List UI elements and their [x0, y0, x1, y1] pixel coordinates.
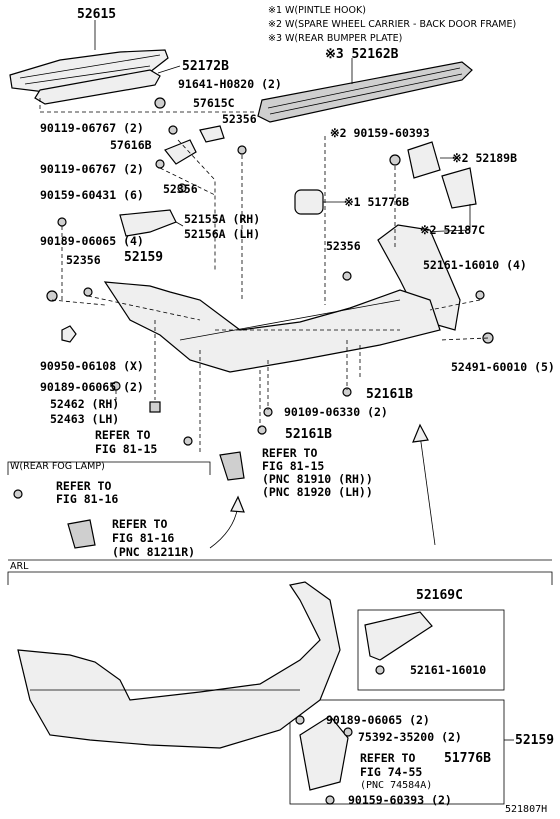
label-52356-d: 52356 — [66, 253, 101, 267]
label-52356-c: 52356 — [326, 239, 361, 253]
absorber-52172B — [34, 65, 181, 105]
bracket-52187C — [419, 167, 477, 233]
note-spare-wheel-carrier: ※2 W(SPARE WHEEL CARRIER - BACK DOOR FRA… — [268, 19, 517, 30]
label-52156A: 52156A (LH) — [184, 227, 261, 241]
reinforcement-52615 — [9, 20, 169, 93]
label-52356-a: 52356 — [222, 112, 257, 126]
fog-lamp-frame — [7, 461, 211, 475]
refer-4-line1: REFER TO — [112, 517, 168, 531]
refer-4-line3: (PNC 81211R) — [112, 545, 196, 559]
assembly-guide-lines — [39, 98, 489, 455]
refer-1-line2: FIG 81-15 — [95, 442, 158, 456]
label-52161-16010: 52161-16010 (4) — [423, 258, 527, 272]
arl-title: ARL — [10, 561, 29, 572]
label-90159-60431: 90159-60431 (6) — [40, 188, 144, 202]
label-90189-06065-c: 90189-06065 (2) — [326, 713, 430, 727]
label-52189B: ※2 52189B — [452, 151, 518, 165]
refer-1-line1: REFER TO — [95, 428, 151, 442]
label-52169C: 52169C — [416, 588, 463, 603]
diagram-code: 521807H — [505, 804, 548, 815]
label-52155A: 52155A (RH) — [184, 212, 261, 226]
fog-lamp-title: W(REAR FOG LAMP) — [10, 461, 105, 472]
brackets-57615C-57616B — [164, 125, 225, 165]
label-90119-06767-a: 90119-06767 (2) — [40, 121, 144, 135]
label-52161-16010-b: 52161-16010 — [410, 663, 487, 677]
label-90950-06108: 90950-06108 (X) — [40, 359, 144, 373]
refer-3-line2: FIG 81-16 — [56, 492, 119, 506]
bumper-plate-52162B — [257, 58, 473, 123]
refer-5-line1: REFER TO — [360, 751, 416, 765]
refer-2-line3: (PNC 81910 (RH)) — [262, 472, 373, 486]
arl-frame — [7, 559, 553, 805]
note-pintle-hook: ※1 W(PINTLE HOOK) — [268, 5, 366, 16]
bumper-cover-52159 — [103, 281, 441, 373]
fasteners — [46, 97, 494, 446]
label-90189-06065-a: 90189-06065 (4) — [40, 234, 144, 248]
label-52161B-b: 52161B — [285, 427, 332, 442]
refer-2-line1: REFER TO — [262, 446, 318, 460]
arl-cover-51776B — [295, 715, 353, 805]
bumper-side-right — [377, 224, 461, 331]
label-90189-06065-b: 90189-06065 (2) — [40, 380, 144, 394]
rear-lamps — [13, 451, 245, 549]
side-retainer-52155A — [119, 209, 184, 237]
arl-garnish-52169C — [364, 611, 433, 675]
label-52462: 52462 (RH) — [50, 397, 120, 411]
label-52162B: ※3 52162B — [325, 47, 399, 62]
pintle-cover-51776B — [294, 189, 345, 215]
label-90119-06767-b: 90119-06767 (2) — [40, 162, 144, 176]
label-52463: 52463 (LH) — [50, 412, 120, 426]
label-52356-b: 52356 — [163, 182, 198, 196]
label-52161B-a: 52161B — [366, 387, 413, 402]
label-52615: 52615 — [77, 7, 117, 22]
label-90159-60393-b: 90159-60393 (2) — [348, 793, 452, 807]
arl-bumper-cover — [17, 581, 341, 749]
label-52159-b: 52159 — [515, 733, 555, 748]
label-51776B: ※1 51776B — [344, 195, 410, 209]
note-rear-bumper-plate: ※3 W(REAR BUMPER PLATE) — [268, 33, 403, 44]
refer-3-line1: REFER TO — [56, 479, 112, 493]
refer-5-line2: FIG 74-55 — [360, 765, 423, 779]
label-90109-06330: 90109-06330 (2) — [284, 405, 388, 419]
refer-5-line3: (PNC 74584A) — [360, 780, 433, 791]
label-57615C: 57615C — [193, 96, 235, 110]
label-52491-60010: 52491-60010 (5) — [451, 360, 555, 374]
label-51776B-b: 51776B — [444, 751, 491, 766]
direction-arrows — [209, 423, 436, 549]
bracket-52189B — [407, 141, 458, 179]
label-52172B: 52172B — [182, 59, 229, 74]
refer-2-line2: FIG 81-15 — [262, 459, 325, 473]
label-90159-60393: ※2 90159-60393 — [330, 126, 430, 140]
label-52187C: ※2 52187C — [420, 223, 486, 237]
label-91641-H0820: 91641-H0820 (2) — [178, 77, 282, 91]
label-75392-35200: 75392-35200 (2) — [358, 730, 462, 744]
refer-2-line4: (PNC 81920 (LH)) — [262, 485, 373, 499]
label-52159: 52159 — [124, 250, 164, 265]
refer-4-line2: FIG 81-16 — [112, 531, 175, 545]
label-57616B: 57616B — [110, 138, 152, 152]
